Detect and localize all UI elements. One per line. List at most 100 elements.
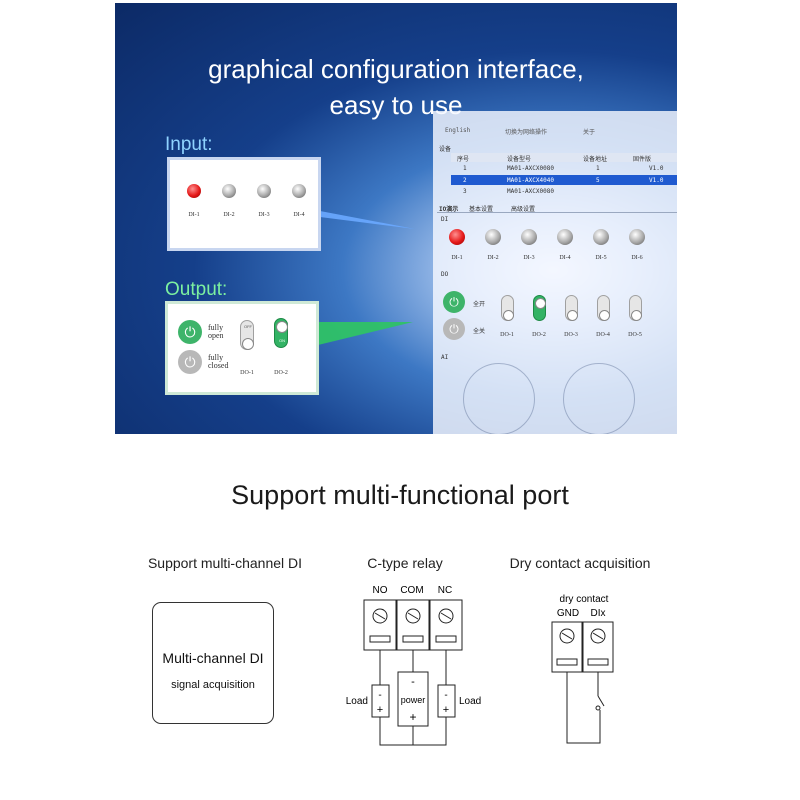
do-2-toggle[interactable]: ON — [274, 318, 288, 348]
toggle-knob — [599, 310, 610, 321]
screenshot-do-toggle[interactable] — [533, 295, 546, 321]
screenshot-di-indicator — [593, 229, 609, 245]
tab-advanced-settings[interactable]: 高级设置 — [511, 206, 536, 213]
screenshot-do-toggle[interactable] — [565, 295, 578, 321]
tab-bar — [437, 201, 677, 213]
do-1-label: DO-1 — [240, 370, 254, 376]
device-table-header — [451, 153, 677, 162]
screenshot-di-indicator — [557, 229, 573, 245]
di-box-main-text: Multi-channel DI — [162, 650, 264, 666]
di-1-label: DI-1 — [188, 212, 200, 218]
terminal-block — [551, 621, 614, 673]
all-close-label: 全关 — [473, 328, 486, 335]
left-load-label: Load — [346, 696, 368, 707]
all-close-power-icon[interactable]: ⏻ — [443, 318, 465, 340]
table-cell: 3 — [463, 188, 467, 195]
output-panel: ⏻ fully open ⏻ fully closed OFF ON DO-1 … — [165, 301, 319, 395]
device-label: 设备 — [439, 146, 452, 153]
screenshot-di-indicator — [521, 229, 537, 245]
dry-contact-column-title: Dry contact acquisition — [509, 555, 651, 571]
screenshot-di-indicator — [485, 229, 501, 245]
top-bar-about[interactable]: 关于 — [583, 129, 596, 136]
input-section-label: Input: — [165, 134, 213, 155]
table-header-firmware: 固件版 — [633, 156, 652, 163]
table-cell: MA01-AXCX0080 — [507, 165, 554, 172]
terminal-gnd-label: GND — [557, 608, 579, 619]
table-row-selected[interactable] — [451, 175, 677, 185]
multi-channel-di-box: Multi-channel DI signal acquisition — [152, 602, 274, 724]
screenshot-di-label: DI-3 — [523, 255, 535, 261]
table-cell: MA01-AXCX0080 — [507, 188, 554, 195]
all-open-power-icon[interactable]: ⏻ — [443, 291, 465, 313]
left-load-minus: - — [378, 690, 381, 701]
screenshot-do-toggle[interactable] — [501, 295, 514, 321]
right-load-minus: - — [444, 690, 447, 701]
terminal-dix-label: DIx — [591, 608, 606, 619]
di-4-indicator — [292, 184, 306, 198]
screenshot-do-label: DO-4 — [596, 332, 610, 338]
di-2-indicator — [222, 184, 236, 198]
table-cell: 2 — [463, 177, 467, 184]
screenshot-di-label: DI-6 — [631, 255, 643, 261]
dry-contact-diagram: dry contact GND DIx — [551, 594, 614, 744]
toggle-knob — [276, 321, 288, 333]
table-cell: V1.0 — [649, 165, 664, 172]
di-4-label: DI-4 — [293, 212, 305, 218]
top-bar-network[interactable]: 切换为网络操作 — [505, 129, 548, 136]
fully-closed-power-icon[interactable]: ⏻ — [178, 350, 202, 374]
input-pointer-wedge — [320, 211, 415, 229]
toggle-knob — [242, 338, 254, 350]
table-cell: 1 — [463, 165, 467, 172]
screenshot-di-indicator — [629, 229, 645, 245]
do-2-label: DO-2 — [274, 370, 288, 376]
fully-open-power-icon[interactable]: ⏻ — [178, 320, 202, 344]
do-2-toggle-state: ON — [279, 338, 285, 343]
di-3-indicator — [257, 184, 271, 198]
fully-closed-label: fully closed — [208, 353, 229, 370]
output-pointer-wedge — [318, 322, 413, 345]
table-cell: MA01-AXCX4040 — [507, 177, 554, 184]
toggle-knob — [535, 298, 546, 309]
screenshot-di-label: DI-5 — [595, 255, 607, 261]
terminal-com-label: COM — [400, 585, 423, 596]
banner-title: graphical configuration interface, easy … — [115, 51, 677, 123]
screenshot-do-label: DO-2 — [532, 332, 546, 338]
section-title: Support multi-functional port — [231, 480, 569, 510]
left-load-plus: + — [377, 704, 383, 716]
screenshot-do-toggle[interactable] — [597, 295, 610, 321]
do-section-label: DO — [441, 271, 449, 278]
di-1-indicator — [187, 184, 201, 198]
table-cell: 1 — [596, 165, 600, 172]
toggle-knob — [503, 310, 514, 321]
banner-title-line1: graphical configuration interface, — [208, 54, 584, 84]
table-cell: 5 — [596, 177, 600, 184]
tab-basic-settings[interactable]: 基本设置 — [469, 206, 494, 213]
toggle-knob — [631, 310, 642, 321]
screenshot-di-label: DI-1 — [451, 255, 463, 261]
do-1-toggle-state: OFF — [244, 324, 252, 329]
terminal-block — [363, 599, 463, 651]
all-open-label: 全开 — [473, 301, 486, 308]
power-minus: - — [411, 676, 415, 688]
di-column-title: Support multi-channel DI — [147, 555, 303, 571]
power-plus: + — [409, 710, 416, 724]
table-header-index: 序号 — [457, 156, 470, 163]
ai-gauge — [563, 363, 635, 434]
table-header-address: 设备地址 — [583, 156, 608, 163]
fully-open-label: fully open — [208, 323, 224, 340]
tab-io-demo[interactable]: IO演示 — [439, 206, 459, 213]
relay-column-title: C-type relay — [367, 555, 443, 571]
ai-section-label: AI — [441, 354, 449, 361]
top-bar-english[interactable]: English — [445, 127, 471, 134]
screenshot-do-toggle[interactable] — [629, 295, 642, 321]
screenshot-di-indicator — [449, 229, 465, 245]
screenshot-do-label: DO-3 — [564, 332, 578, 338]
di-3-label: DI-3 — [258, 212, 270, 218]
terminal-no-label: NO — [373, 585, 388, 596]
do-1-toggle[interactable]: OFF — [240, 320, 254, 350]
toggle-knob — [567, 310, 578, 321]
di-box-sub-text: signal acquisition — [171, 679, 255, 691]
table-header-model: 设备型号 — [507, 156, 532, 163]
promo-banner: graphical configuration interface, easy … — [115, 3, 677, 434]
